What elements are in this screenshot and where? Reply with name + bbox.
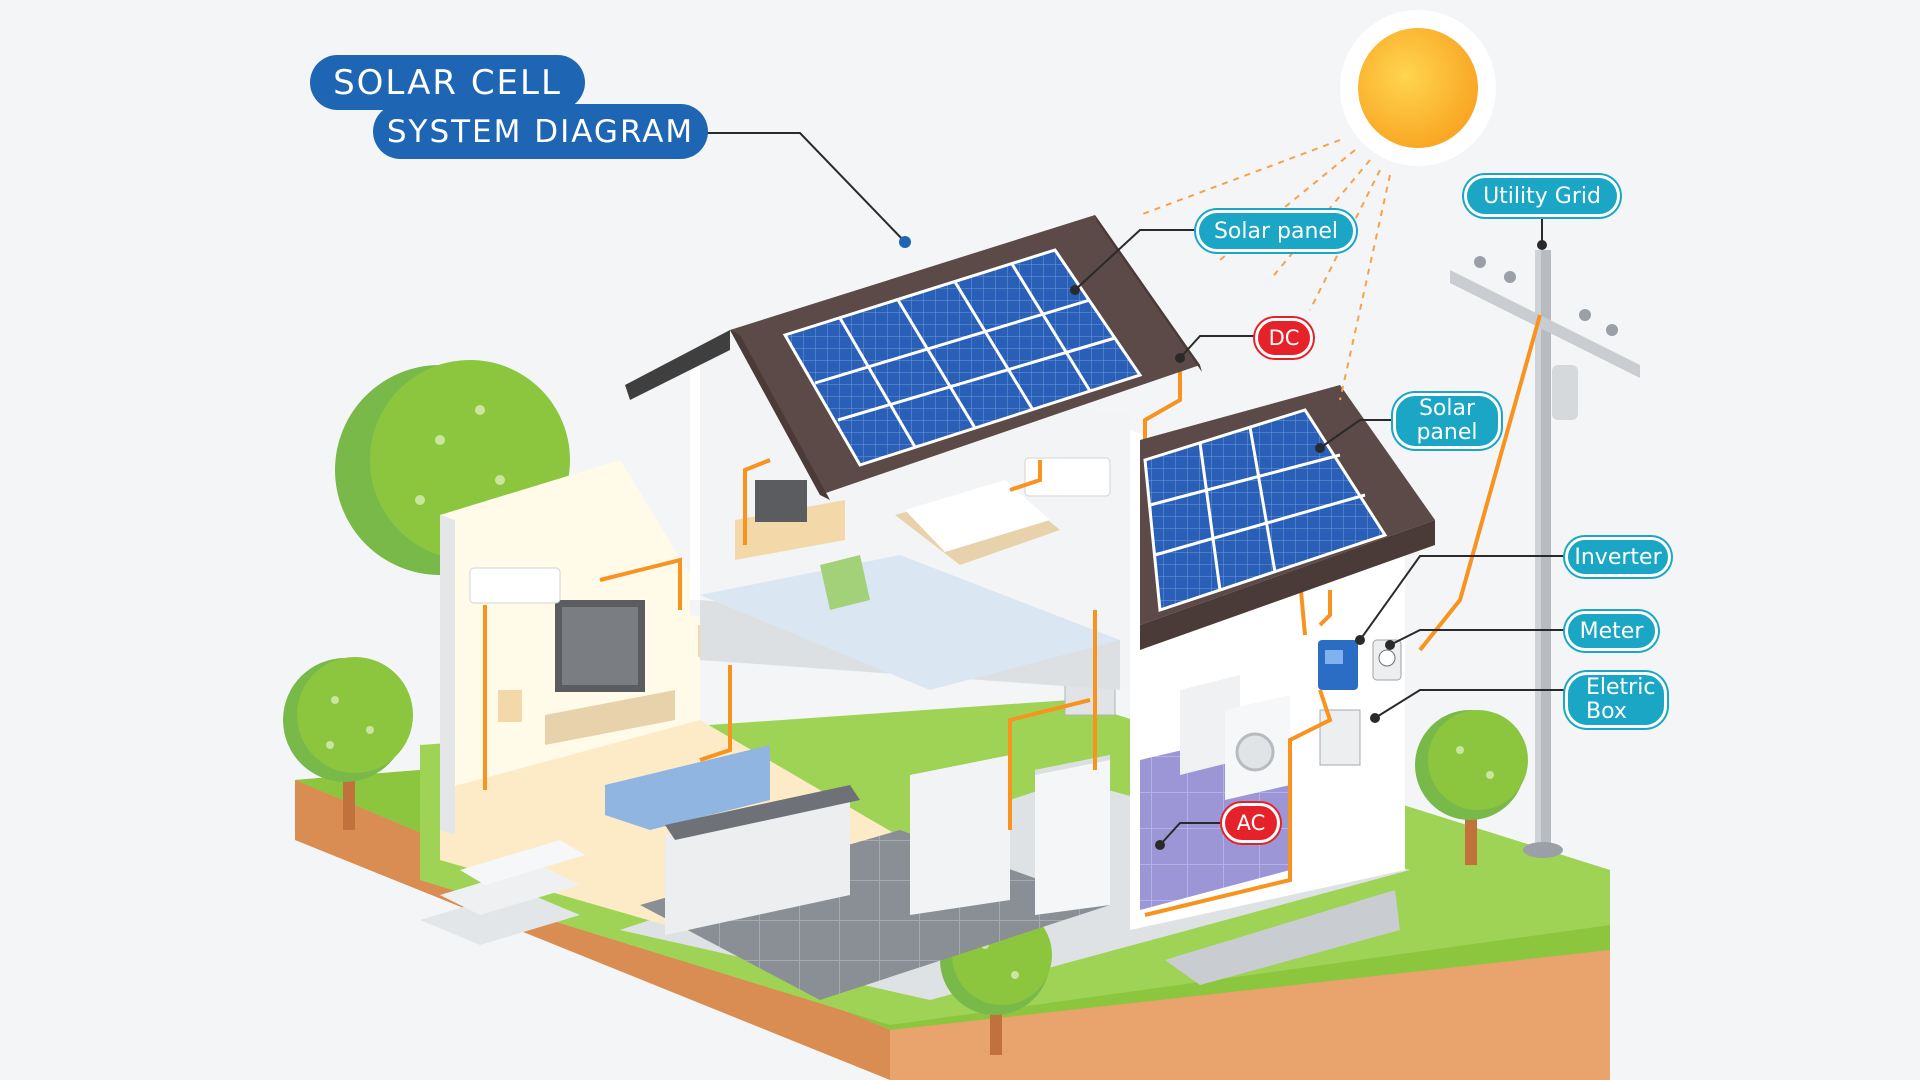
tree-left-small — [283, 657, 413, 830]
wiring — [483, 314, 1542, 917]
utility-grid-label: Utility Grid — [1464, 175, 1620, 217]
front-stairs — [420, 840, 585, 945]
meter-label: Meter — [1565, 611, 1658, 651]
callout-lines — [705, 132, 1565, 846]
inverter-label: Inverter — [1565, 537, 1671, 577]
solar-panel-garage-label-line2: panel — [1416, 420, 1478, 445]
kitchen — [640, 669, 1116, 1000]
solar-panel-main-roof — [782, 248, 1143, 467]
utility-pole — [1450, 250, 1640, 858]
electric-box-label-line1: Eletric — [1586, 675, 1656, 700]
sun-icon — [1340, 10, 1496, 166]
tree-right — [1415, 710, 1528, 865]
electric-box-label: Eletric Box — [1565, 672, 1667, 728]
title-line-1: SOLAR CELL — [310, 55, 585, 110]
dc-tag: DC — [1255, 318, 1313, 358]
title-line-2: SYSTEM DIAGRAM — [373, 104, 708, 159]
solar-panel-garage-label-line1: Solar — [1418, 396, 1476, 421]
electric-box-label-line2: Box — [1586, 699, 1627, 724]
solar-panel-garage-label: Solar panel — [1393, 393, 1501, 449]
callout-dots — [899, 236, 1547, 850]
ac-tag: AC — [1222, 803, 1280, 843]
solar-panel-main-label: Solar panel — [1196, 210, 1356, 252]
solar-panel-garage-roof — [1143, 408, 1388, 613]
